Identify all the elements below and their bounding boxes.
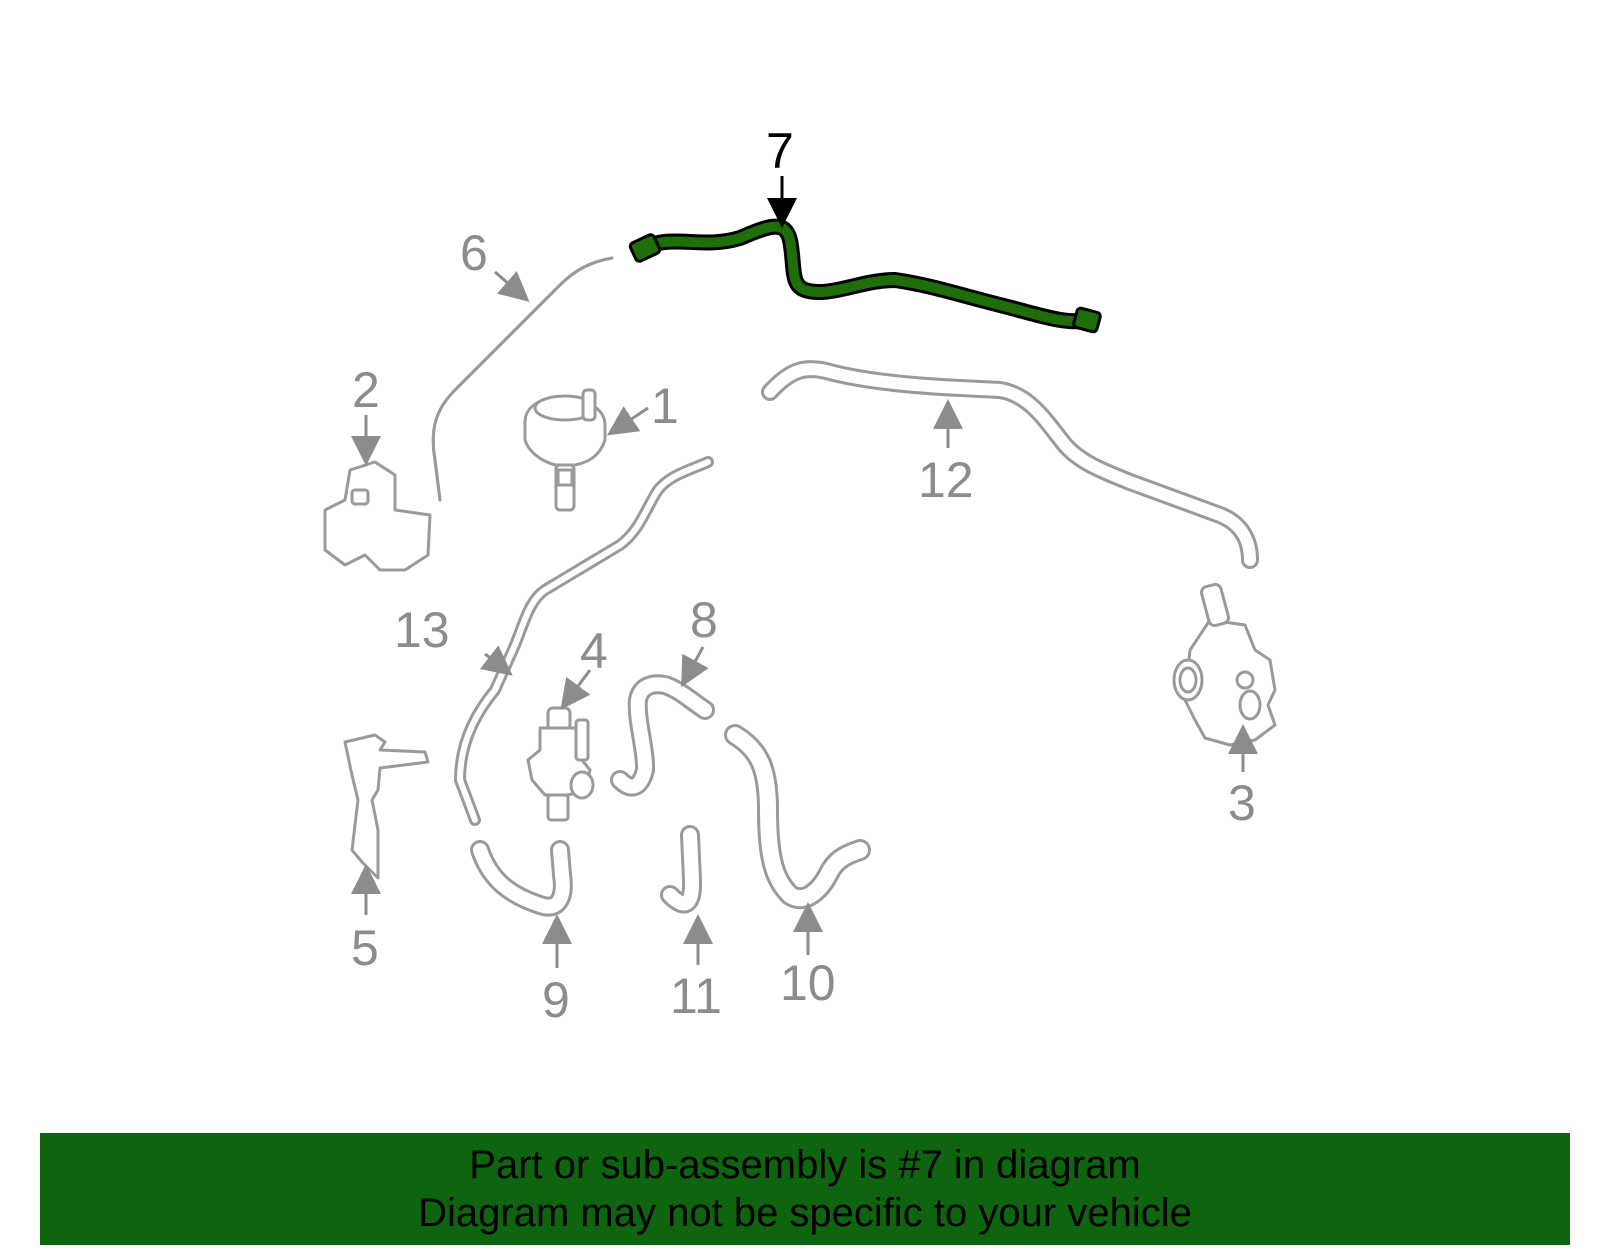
- part-4-valve[interactable]: [526, 706, 595, 822]
- part-13-hose[interactable]: [453, 456, 714, 826]
- part-12-hose[interactable]: [761, 360, 1259, 569]
- callout-4[interactable]: 4: [580, 623, 608, 679]
- callout-arrows: [351, 176, 1258, 968]
- banner-line-disclaimer: Diagram may not be specific to your vehi…: [418, 1191, 1192, 1235]
- callout-9[interactable]: 9: [542, 972, 570, 1028]
- callout-7[interactable]: 7: [766, 123, 794, 179]
- part-6-hose[interactable]: [431, 256, 614, 502]
- part-1-valve[interactable]: [523, 388, 607, 512]
- callout-3[interactable]: 3: [1228, 775, 1256, 831]
- callout-11[interactable]: 11: [670, 968, 722, 1024]
- part-8-hose[interactable]: [610, 674, 715, 797]
- part-10-hose[interactable]: [724, 724, 871, 910]
- part-5-bracket[interactable]: [343, 733, 430, 880]
- hose-7-fill: [635, 221, 1095, 327]
- callout-8[interactable]: 8: [690, 592, 718, 648]
- callout-6[interactable]: 6: [460, 225, 488, 281]
- part-2-bracket[interactable]: [323, 460, 432, 572]
- info-banner: Part or sub-assembly is #7 in diagram Di…: [40, 1133, 1570, 1245]
- callout-10[interactable]: 10: [780, 955, 836, 1011]
- callout-labels: 1 2 3 4 5 6 7 8 9 10 11 12 13: [351, 123, 1256, 1028]
- callout-5[interactable]: 5: [351, 920, 379, 976]
- part-11-hose[interactable]: [660, 825, 703, 914]
- callout-13[interactable]: 13: [394, 602, 450, 658]
- callout-1[interactable]: 1: [651, 378, 679, 434]
- banner-line-part: Part or sub-assembly is #7 in diagram: [469, 1143, 1141, 1187]
- callout-2[interactable]: 2: [352, 362, 380, 418]
- part-9-hose[interactable]: [470, 840, 573, 917]
- part-7-hose[interactable]: [628, 218, 1102, 334]
- callout-12[interactable]: 12: [918, 452, 974, 508]
- part-3-valve-body[interactable]: [1172, 582, 1277, 747]
